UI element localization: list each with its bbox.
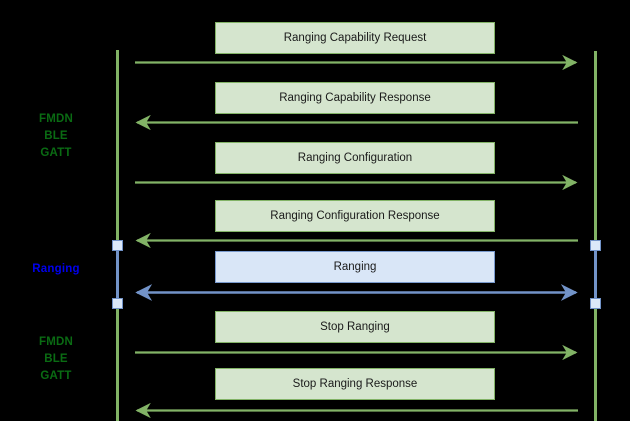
phase-label-fmdn-ble-gatt-top: FMDN BLE GATT: [38, 113, 73, 159]
message-box-ranging-capability-response: Ranging Capability Response: [215, 82, 495, 114]
message-box-stop-ranging-response: Stop Ranging Response: [215, 368, 495, 400]
phase-label-ranging: Ranging: [32, 263, 80, 275]
left-lifeline: [116, 50, 119, 421]
message-box-ranging-configuration: Ranging Configuration: [215, 142, 495, 174]
ranging-start-marker-left: [112, 240, 123, 251]
message-box-ranging-configuration-response: Ranging Configuration Response: [215, 200, 495, 232]
ranging-end-marker-right: [590, 298, 601, 309]
message-box-ranging: Ranging: [215, 251, 495, 283]
phase-label-fmdn-ble-gatt-bottom: FMDN BLE GATT: [38, 336, 73, 382]
ranging-end-marker-left: [112, 298, 123, 309]
right-lifeline: [594, 51, 597, 421]
ranging-activation-bar-left: [116, 248, 119, 303]
ranging-start-marker-right: [590, 240, 601, 251]
message-box-ranging-capability-request: Ranging Capability Request: [215, 22, 495, 54]
message-box-stop-ranging: Stop Ranging: [215, 311, 495, 343]
ranging-activation-bar-right: [594, 248, 597, 303]
